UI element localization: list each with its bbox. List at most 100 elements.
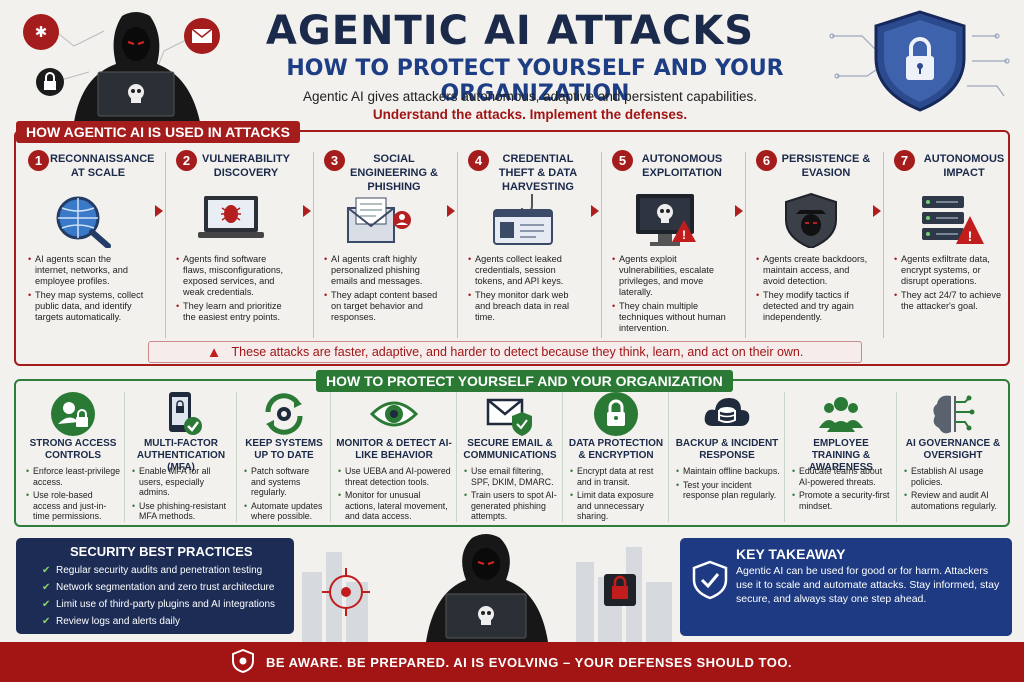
skull-monitor-icon: ! [632,192,702,248]
protect-card-updates: KEEP SYSTEMS UP TO DATE Patch software a… [240,390,328,522]
phone-check-icon [157,390,205,438]
hacker-shield-icon [776,192,846,250]
protect-bullet: Encrypt data at rest and in transit. [570,466,664,487]
protect-card-email: SECURE EMAIL & COMMUNICATIONS Use email … [460,390,560,522]
protect-title: DATA PROTECTION & ENCRYPTION [568,438,664,461]
protect-bullet: Limit data exposure and unnecessary shar… [570,490,664,522]
arrow-right-icon [155,205,163,217]
attack-title: SOCIAL ENGINEERING & PHISHING [349,153,438,193]
mail-shield-icon [486,390,534,438]
footer-banner: BE AWARE. BE PREPARED. AI IS EVOLVING – … [0,642,1024,682]
arrow-right-icon [735,205,743,217]
arrow-right-icon [447,205,455,217]
arrow-right-icon [873,205,881,217]
bug-icon [23,14,59,50]
svg-text:!: ! [682,228,686,242]
key-takeaway-panel: KEY TAKEAWAY Agentic AI can be used for … [680,538,1012,636]
attack-bullet: AI agents craft highly personalized phis… [324,254,440,287]
protect-bullet: Enable MFA for all users, especially adm… [132,466,232,498]
attack-number: 7 [894,150,915,171]
attacks-section-label: HOW AGENTIC AI IS USED IN ATTACKS [16,121,300,143]
id-card-hook-icon [488,192,558,248]
protect-bullet: Maintain offline backups. [676,466,780,477]
attack-title: AUTONOMOUS IMPACT [923,153,1005,179]
attack-bullet: Agents exploit vulnerabilities, escalate… [612,254,728,298]
protect-bullet: Use phishing-resistant MFA methods. [132,501,232,522]
protect-title: SECURE EMAIL & COMMUNICATIONS [463,438,557,461]
protect-bullet: Monitor for unusual actions, lateral mov… [338,490,452,522]
attack-bullet: They monitor dark web and breach data in… [468,290,584,323]
check-icon: ✔ [42,616,51,627]
warning-text: These attacks are faster, adaptive, and … [231,345,804,359]
brain-circuit-icon [929,390,977,438]
attack-title: RECONNAISSANCE AT SCALE [50,153,155,179]
check-icon: ✔ [42,599,51,610]
attack-bullet: Agents find software flaws, misconfigura… [176,254,292,298]
protect-title: KEEP SYSTEMS UP TO DATE [245,438,323,461]
protect-bullet: Test your incident response plan regular… [676,480,780,501]
protect-bullet: Establish AI usage policies. [904,466,1004,487]
attack-number: 5 [612,150,633,171]
hacker-illustration-top: ✱ [14,6,224,122]
team-icon [817,390,865,438]
attacks-warning-banner: ▲ These attacks are faster, adaptive, an… [148,341,862,363]
protect-bullet: Automate updates where possible. [244,501,326,522]
protect-card-monitor: MONITOR & DETECT AI-LIKE BEHAVIOR Use UE… [334,390,454,522]
user-lock-icon [49,390,97,438]
footer-text: BE AWARE. BE PREPARED. AI IS EVOLVING – … [265,654,793,670]
best-practices-title: SECURITY BEST PRACTICES [70,544,253,559]
page-subtitle: HOW TO PROTECT YOURSELF AND YOUR ORGANIZ… [286,56,784,106]
protect-card-data-protection: DATA PROTECTION & ENCRYPTION Encrypt dat… [566,390,666,522]
protect-bullet: Review and audit AI automations regularl… [904,490,1004,511]
server-warning-icon: ! [914,192,984,248]
protect-bullet: Use UEBA and AI-powered threat detection… [338,466,452,487]
protect-title: STRONG ACCESS CONTROLS [29,438,117,461]
attack-card-reconnaissance: 1 RECONNAISSANCE AT SCALE AI agents scan… [20,150,155,338]
gear-refresh-icon [260,390,308,438]
protect-title: MONITOR & DETECT AI-LIKE BEHAVIOR [336,438,452,461]
protect-section-label: HOW TO PROTECT YOURSELF AND YOUR ORGANIZ… [316,370,733,392]
attack-number: 6 [756,150,777,171]
attack-card-persistence: 6 PERSISTENCE & EVASION Agents create ba… [748,150,872,338]
intro-text: Agentic AI gives attackers autonomous, a… [302,89,758,104]
attack-bullet: They adapt content based on target behav… [324,290,440,323]
tagline-text: Understand the attacks. Implement the de… [372,107,688,122]
attack-bullet: They act 24/7 to achieve the attacker's … [894,290,1010,312]
laptop-bug-icon [196,192,266,248]
attack-card-exploitation: 5 AUTONOMOUS EXPLOITATION ! Agents explo… [604,150,728,338]
attack-bullet: Agents create backdoors, maintain access… [756,254,872,287]
protect-bullet: Promote a security-first mindset. [792,490,892,511]
check-icon: ✔ [42,565,51,576]
best-practice-item: ✔Limit use of third-party plugins and AI… [42,599,276,610]
attack-bullet: They map systems, collect public data, a… [28,290,144,323]
shield-check-icon [692,560,728,605]
attack-title: AUTONOMOUS EXPLOITATION [641,153,723,179]
best-practice-item: ✔Regular security audits and penetration… [42,565,263,576]
svg-text:✱: ✱ [35,24,48,41]
check-icon: ✔ [42,582,51,593]
attack-number: 4 [468,150,489,171]
svg-text:!: ! [968,228,973,244]
best-practice-item: ✔Network segmentation and zero trust arc… [42,582,275,593]
best-practices-panel: SECURITY BEST PRACTICES ✔Regular securit… [16,538,294,634]
arrow-right-icon [303,205,311,217]
key-takeaway-title: KEY TAKEAWAY [736,546,846,562]
arrow-right-icon [591,205,599,217]
attack-card-vulnerability: 2 VULNERABILITY DISCOVERY Agents find so… [168,150,292,338]
protect-card-access-controls: STRONG ACCESS CONTROLS Enforce least-pri… [22,390,124,522]
hacker-city-illustration [296,532,678,642]
protect-title: BACKUP & INCIDENT RESPONSE [675,438,779,461]
attack-bullet: They chain multiple techniques without h… [612,301,728,334]
cloud-database-icon [703,390,751,438]
attack-title: VULNERABILITY DISCOVERY [202,153,290,179]
attack-card-social-engineering: 3 SOCIAL ENGINEERING & PHISHING AI agent… [316,150,440,338]
attack-card-credential-theft: 4 CREDENTIAL THEFT & DATA HARVESTING Age… [460,150,584,338]
attack-bullet: Agents exfiltrate data, encrypt systems,… [894,254,1010,287]
eye-icon [369,390,419,438]
protect-card-training: EMPLOYEE TRAINING & AWARENESS Educate te… [788,390,894,522]
lock-circle-icon [592,390,640,438]
protect-bullet: Educate teams about AI-powered threats. [792,466,892,487]
page-title: AGENTIC AI ATTACKS [265,8,755,54]
envelope-phishing-icon [344,192,414,248]
protect-bullet: Use role-based access and just-in-time p… [26,490,122,522]
